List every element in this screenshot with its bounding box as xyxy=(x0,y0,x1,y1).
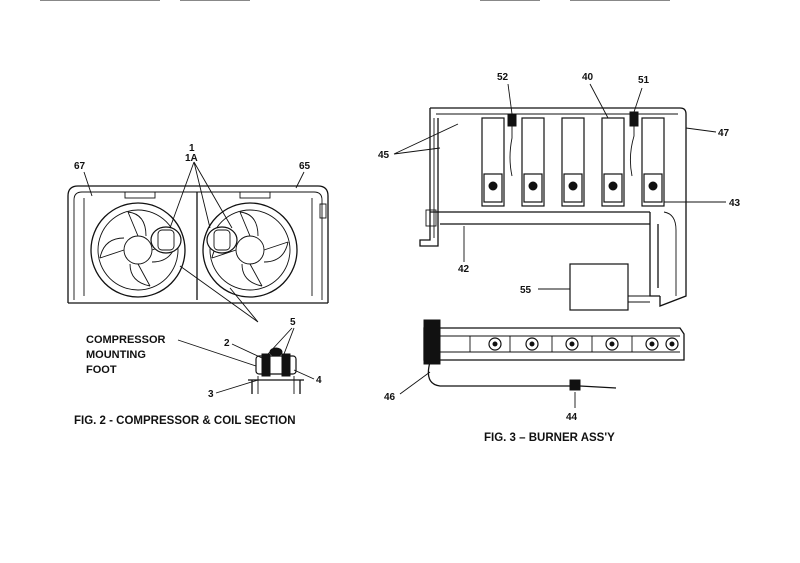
manifold xyxy=(423,319,685,365)
callout-4: 4 xyxy=(316,375,322,386)
fig2-caption: FIG. 2 - COMPRESSOR & COIL SECTION xyxy=(74,415,296,427)
callout-55: 55 xyxy=(520,285,532,296)
callout-5: 5 xyxy=(290,317,296,328)
coil-cabinet xyxy=(67,185,329,303)
callout-43: 43 xyxy=(729,198,741,209)
burner-5 xyxy=(641,117,665,207)
callout-42: 42 xyxy=(458,264,470,275)
burner-3 xyxy=(561,117,585,207)
callout-46: 46 xyxy=(384,392,396,403)
fig3-caption: FIG. 3 – BURNER ASS'Y xyxy=(484,432,615,444)
callout-40: 40 xyxy=(582,72,594,83)
callout-2: 2 xyxy=(224,338,230,349)
fan-right xyxy=(202,202,298,298)
burner-frame xyxy=(430,107,687,307)
foot-label-line3: FOOT xyxy=(86,364,117,376)
foot-label-line2: MOUNTING xyxy=(86,349,146,361)
burner-2 xyxy=(521,117,545,207)
fig2-compressor-coil-section: 1 1A 67 65 COMPRESSOR MOUNTING FOOT 2 3 … xyxy=(67,143,329,427)
fan-left xyxy=(90,202,186,298)
burner-1 xyxy=(481,117,505,207)
callout-65: 65 xyxy=(299,161,311,172)
fig3-burner-assembly: 52 40 51 45 47 43 42 55 46 44 FIG. 3 – B… xyxy=(378,72,741,444)
gas-line xyxy=(427,361,570,387)
callout-1a: 1A xyxy=(185,153,198,164)
callout-1: 1 xyxy=(189,143,195,154)
callout-51: 51 xyxy=(638,75,650,86)
foot-label-line1: COMPRESSOR xyxy=(86,334,166,346)
igniter-wire xyxy=(509,120,513,177)
compressor-1a xyxy=(206,226,238,254)
compressor-1 xyxy=(150,226,182,254)
callout-52: 52 xyxy=(497,72,509,83)
callout-3: 3 xyxy=(208,389,214,400)
gas-valve xyxy=(569,263,629,311)
callout-47: 47 xyxy=(718,128,730,139)
callout-67: 67 xyxy=(74,161,86,172)
callout-44: 44 xyxy=(566,412,578,423)
burner-4 xyxy=(601,117,625,207)
callout-45: 45 xyxy=(378,150,390,161)
fitting-44 xyxy=(569,379,581,391)
sensor-wire xyxy=(629,118,635,177)
